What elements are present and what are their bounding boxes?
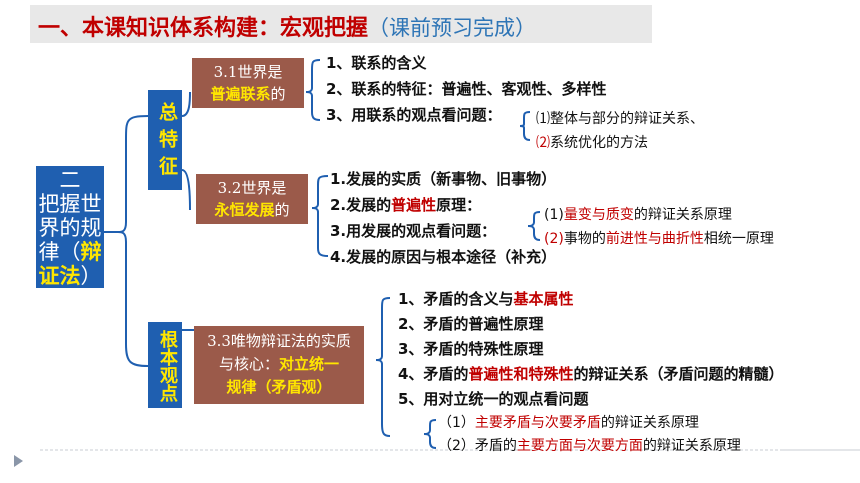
list33-sub-2: （2）矛盾的主要方面与次要方面的辩证关系原理 <box>438 438 741 454</box>
list32-sub-1: (1)量变与质变的辩证关系原理 <box>544 207 732 223</box>
list32-sub-2: (2)事物的前进性与曲折性相统一原理 <box>544 231 774 247</box>
list31-item-1: 1、联系的含义 <box>326 54 427 72</box>
section-3-2: 3.2世界是 永恒发展的 <box>196 174 308 224</box>
list33-item-2: 2、矛盾的普遍性原理 <box>398 315 544 333</box>
list33-item-3: 3、矛盾的特殊性原理 <box>398 340 544 358</box>
list33-sub-1: （1）主要矛盾与次要矛盾的辩证关系原理 <box>438 415 699 431</box>
list32-item-4: 4.发展的原因与根本途径（补充） <box>330 248 557 266</box>
title-main-text: 一、本课知识体系构建：宏观把握 <box>38 16 369 41</box>
root-line-3: 界的规 <box>38 216 102 240</box>
list33-item-1: 1、矛盾的含义与基本属性 <box>398 290 574 308</box>
list32-item-1: 1.发展的实质（新事物、旧事物） <box>330 170 557 188</box>
title-note: （课前预习完成） <box>368 16 537 40</box>
section-3-3: 3.3唯物辩证法的实质 与核心：对立统一 规律（矛盾观） <box>194 326 364 404</box>
section-3-1: 3.1世界是 普遍联系的 <box>192 58 304 108</box>
root-line-1: 二 <box>59 168 81 192</box>
list32-item-2: 2.发展的普遍性原理： <box>330 196 482 214</box>
list33-item-5: 5、用对立统一的观点看问题 <box>398 390 589 408</box>
list32-item-3: 3.用发展的观点看问题： <box>330 222 497 240</box>
list31-item-3: 3、用联系的观点看问题： <box>326 106 502 124</box>
root-line-2: 把握世 <box>38 192 102 216</box>
page-title: 一、本课知识体系构建：宏观把握（课前预习完成） <box>38 10 536 42</box>
title-bar <box>30 5 652 43</box>
root-node: 二 把握世 界的规 律（辩 证法） <box>36 166 104 288</box>
play-triangle-icon[interactable] <box>14 455 23 467</box>
root-line-5: 证法） <box>38 264 102 288</box>
root-line-4: 律（辩 <box>38 240 102 264</box>
list31-item-2: 2、联系的特征：普遍性、客观性、多样性 <box>326 80 607 98</box>
list31-sub-1: ⑴整体与部分的辩证关系、 <box>536 111 704 127</box>
group-total-features: 总特征 <box>148 90 182 190</box>
group-fundamental-view: 根本观点 <box>148 322 182 408</box>
list31-sub-2: ⑵系统优化的方法 <box>536 135 648 151</box>
list33-item-4: 4、矛盾的普遍性和特殊性的辩证关系（矛盾问题的精髓） <box>398 365 784 383</box>
